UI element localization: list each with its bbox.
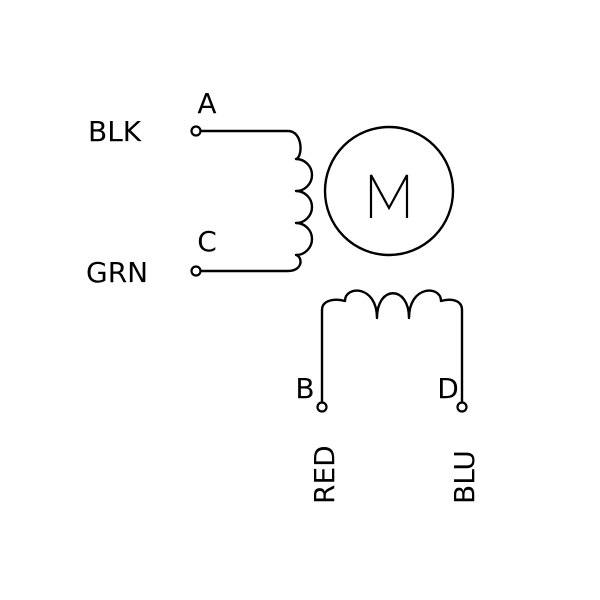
terminal-b <box>316 401 328 413</box>
wire-label-grn: GRN <box>86 256 148 289</box>
terminal-d <box>456 401 468 413</box>
motor-letter-m <box>369 174 409 218</box>
coil-2-winding <box>320 289 464 404</box>
terminal-c <box>190 265 202 277</box>
terminal-b-label: B <box>295 372 314 405</box>
coil-2 <box>316 289 468 413</box>
coil-1-winding <box>200 129 314 273</box>
terminal-a <box>190 125 202 137</box>
coil-1 <box>190 125 314 277</box>
terminal-c-label: C <box>197 225 217 258</box>
wire-label-blk: BLK <box>88 115 142 148</box>
terminal-a-label: A <box>197 87 216 120</box>
motor-symbol: M <box>323 125 455 257</box>
motor-circle <box>323 125 455 257</box>
wire-label-red: RED <box>308 445 341 504</box>
wire-label-blu: BLU <box>448 450 481 504</box>
terminal-d-label: D <box>437 372 459 405</box>
